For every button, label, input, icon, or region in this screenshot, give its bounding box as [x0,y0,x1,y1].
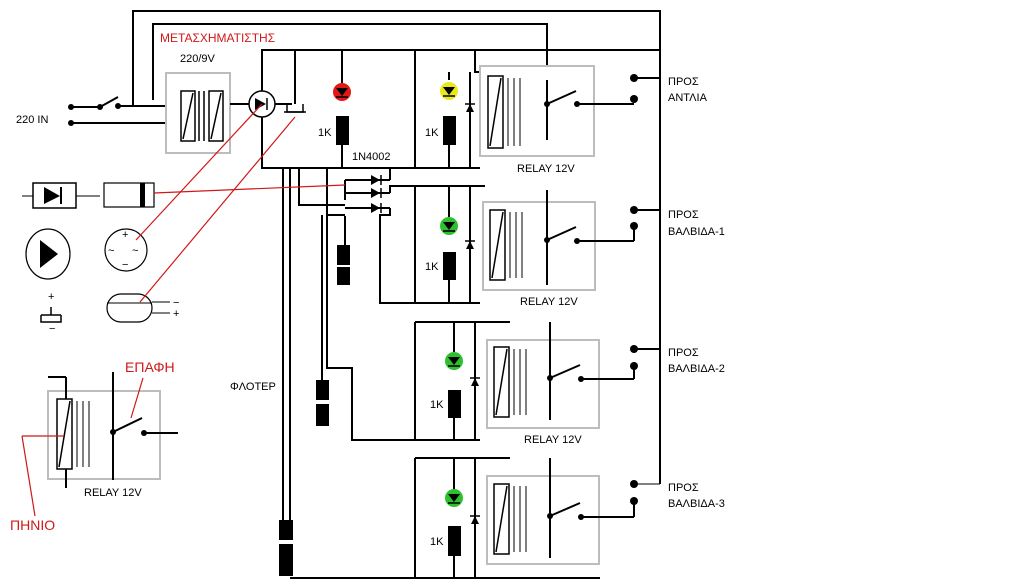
diode-array: 1N4002 [344,151,480,304]
relay-stage-2: 1K RELAY 12V ΠΡΟΣ ΒΑΛΒΙΔΑ-1 [414,185,725,308]
relay-stage-3: 1K RELAY 12V ΠΡΟΣ ΒΑΛΒΙΔΑ-2 [414,321,725,446]
output-2-line2: ΒΑΛΒΙΔΑ-1 [668,226,725,238]
output-2-line1: ΠΡΟΣ [668,209,699,221]
svg-text:+: + [122,229,128,241]
output-1-line1: ΠΡΟΣ [668,76,699,88]
svg-text:+: + [48,291,54,303]
relay-legend-label: RELAY 12V [84,487,142,499]
led-symbol-icon [40,240,58,268]
resistor-label-5: 1K [430,536,444,548]
transformer-label: ΜΕΤΑΣΧΗΜΑΤΙΣΤΗΣ [160,31,275,45]
relay-label-2: RELAY 12V [520,296,578,308]
relay-label-1: RELAY 12V [517,163,575,175]
coil-label: ΠΗΝΙΟ [10,517,55,533]
resistor-label-1: 1K [318,127,332,139]
output-4-line1: ΠΡΟΣ [668,482,699,494]
transformer: ΜΕΤΑΣΧΗΜΑΤΙΣΤΗΣ 220/9V [160,31,275,154]
top-feeder-wires [132,10,661,485]
output-3-line2: ΒΑΛΒΙΔΑ-2 [668,363,725,375]
svg-text:−: − [49,323,55,335]
resistor-label-2: 1K [425,127,439,139]
contact-label: ΕΠΑΦΗ [125,359,175,375]
output-1-line2: ΑΝΤΛΙΑ [668,92,708,104]
symbol-legend: + ~ ~ − + − − + [10,182,179,533]
svg-text:+: + [173,308,179,320]
svg-text:~: ~ [108,245,114,257]
float-sensors: ΦΛΟΤΕΡ [230,168,480,576]
diode-package-icon [103,182,155,208]
diode-symbol-icon [44,187,60,204]
float-label: ΦΛΟΤΕΡ [230,381,276,393]
resistor-label-3: 1K [425,261,439,273]
svg-text:−: − [173,297,179,309]
relay-stage-1: 1K 1K RELAY 12V ΠΡΟΣ ΑΝΤΛΙΑ [318,65,708,175]
svg-text:−: − [122,259,128,271]
resistor-label-4: 1K [430,399,444,411]
voltage-label: 220/9V [180,53,216,65]
relay-stage-4: 1K ΠΡΟΣ ΒΑΛΒΙΔΑ-3 [290,457,725,579]
input-label: 220 IN [16,114,48,126]
relay-label-3: RELAY 12V [524,434,582,446]
output-4-line2: ΒΑΛΒΙΔΑ-3 [668,498,725,510]
mains-input: 220 IN [16,96,166,126]
annotation-lines [135,103,346,303]
diode-part-label: 1N4002 [352,151,391,163]
output-3-line1: ΠΡΟΣ [668,347,699,359]
svg-text:~: ~ [132,245,138,257]
relay-legend: RELAY 12V ΕΠΑΦΗ ΠΗΝΙΟ [10,359,178,533]
capacitor-symbol-icon: + − [40,291,62,335]
